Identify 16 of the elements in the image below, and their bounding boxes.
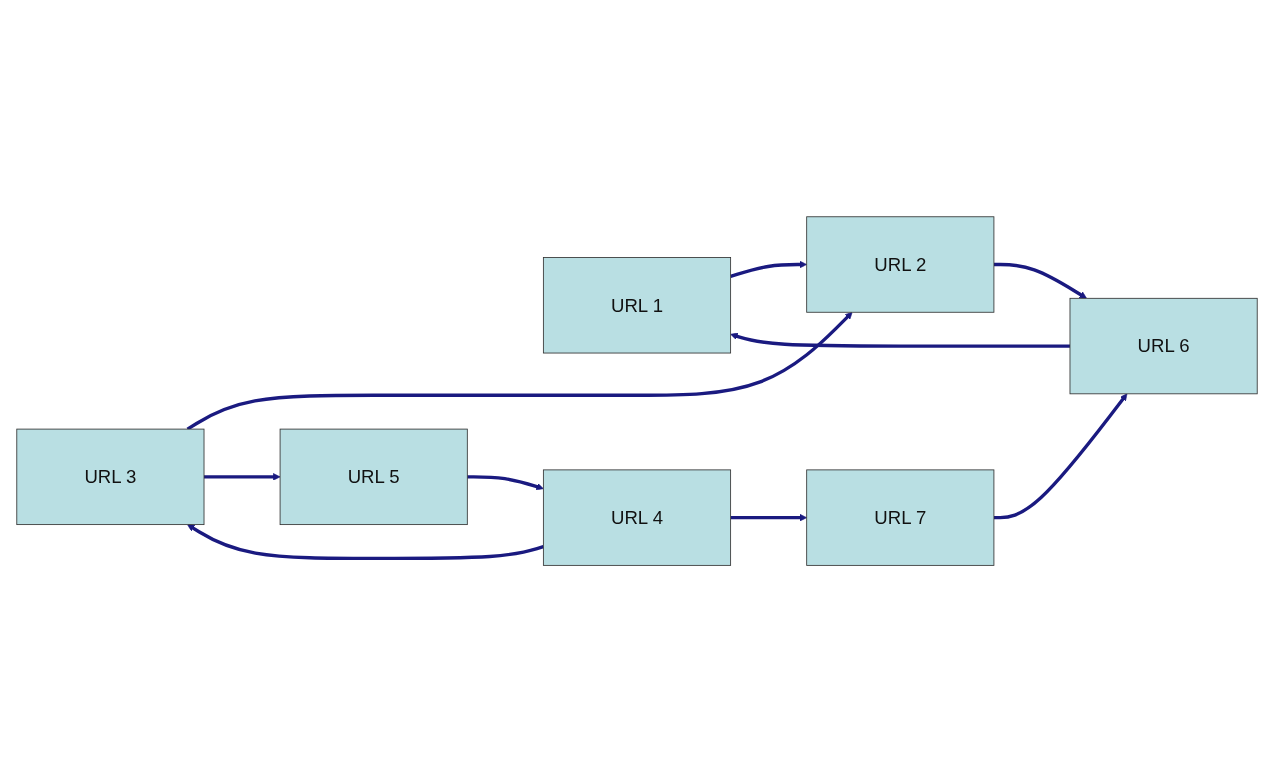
arrow — [993, 393, 1128, 520]
node-box: URL 1 — [542, 257, 732, 354]
arrow — [204, 473, 281, 481]
arrow — [186, 311, 853, 431]
node-box: URL 6 — [1069, 297, 1258, 395]
node-box: URL 4 — [542, 469, 732, 566]
node-box: URL 7 — [806, 469, 995, 566]
arrow — [730, 513, 807, 522]
arrow — [730, 332, 1070, 348]
node-box: URL 5 — [279, 428, 468, 525]
node-box: URL 2 — [806, 216, 995, 313]
arrow — [187, 524, 544, 561]
arrow — [993, 262, 1087, 299]
arrow — [467, 475, 544, 491]
arrow — [730, 260, 807, 278]
node-box: URL 3 — [16, 428, 205, 525]
